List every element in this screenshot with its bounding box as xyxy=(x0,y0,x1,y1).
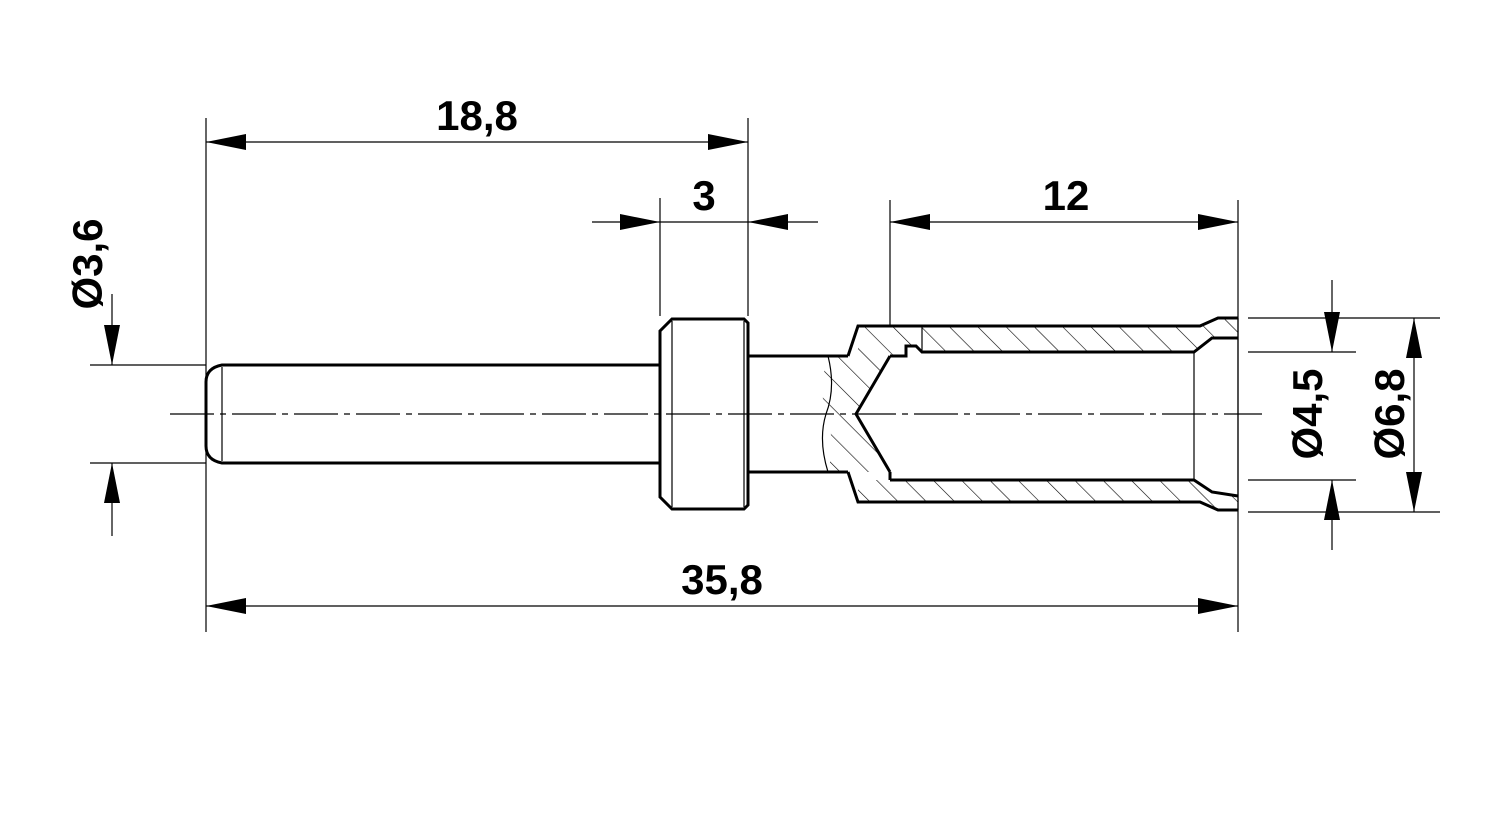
arrow-collar-left xyxy=(620,214,660,230)
dim-pin-diameter: Ø3,6 xyxy=(64,218,111,309)
sleeve-outline-bottom xyxy=(846,471,1238,512)
sleeve-wall-bottom xyxy=(858,480,1238,510)
arrow-outer-diameter-bottom xyxy=(1406,472,1422,512)
collar xyxy=(658,317,750,511)
arrow-outer-diameter-top xyxy=(1406,318,1422,358)
dim-outer-diameter: Ø6,8 xyxy=(1366,368,1413,459)
arrow-pin-diameter-bottom xyxy=(104,463,120,503)
arrow-overall-left xyxy=(206,598,246,614)
arrow-pin-length-left xyxy=(206,134,246,150)
bore-bottom-wall xyxy=(890,478,1239,498)
bore-top-wall xyxy=(890,336,1238,358)
arrow-collar-right xyxy=(748,214,788,230)
arrow-bore-diameter-bottom xyxy=(1324,480,1340,520)
sleeve-wall-top xyxy=(858,318,1238,356)
arrow-sleeve-right xyxy=(1198,214,1238,230)
arrow-sleeve-left xyxy=(890,214,930,230)
break-line xyxy=(821,355,833,473)
dim-collar-width: 3 xyxy=(692,172,715,219)
sleeve-bore-end xyxy=(822,356,890,472)
arrow-pin-diameter-top xyxy=(104,325,120,365)
bore-outline xyxy=(854,355,892,473)
dim-pin-length: 18,8 xyxy=(436,92,518,139)
dim-sleeve-length: 12 xyxy=(1043,172,1090,219)
dim-bore-diameter: Ø4,5 xyxy=(1284,368,1331,459)
arrow-overall-right xyxy=(1198,598,1238,614)
arrow-pin-length-right xyxy=(708,134,748,150)
sleeve-outline-top xyxy=(846,316,1238,357)
dim-overall-length: 35,8 xyxy=(681,556,763,603)
arrow-bore-diameter-top xyxy=(1324,312,1340,352)
